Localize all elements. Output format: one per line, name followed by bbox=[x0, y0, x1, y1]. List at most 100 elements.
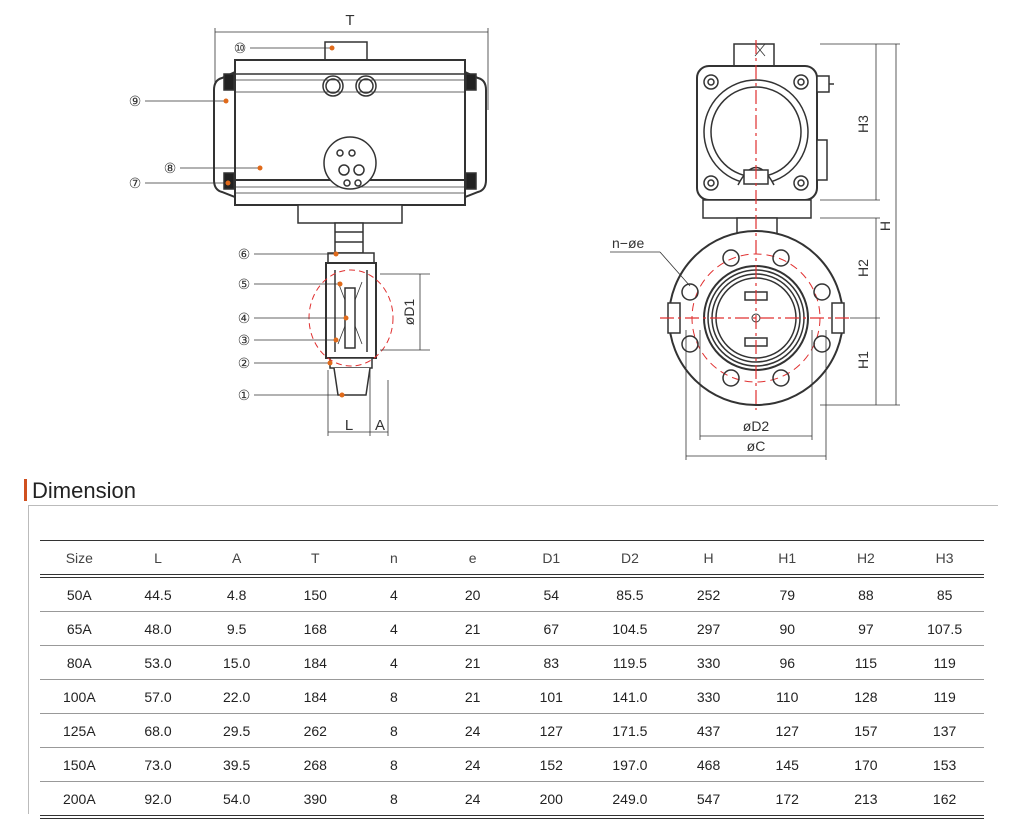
table-cell: 249.0 bbox=[590, 781, 670, 819]
table-cell: 110 bbox=[747, 679, 827, 714]
table-cell: 119 bbox=[905, 645, 984, 680]
table-cell: 390 bbox=[275, 781, 355, 819]
table-cell: 101 bbox=[511, 679, 591, 714]
callout-7: ⑦ bbox=[129, 175, 142, 191]
dim-label-h1: H1 bbox=[855, 351, 871, 369]
table-cell: 90 bbox=[747, 611, 827, 646]
table-cell: 127 bbox=[747, 713, 827, 748]
table-cell: 92.0 bbox=[118, 781, 198, 819]
dim-label-d2: øD2 bbox=[743, 418, 770, 434]
table-cell: 200 bbox=[511, 781, 591, 819]
column-header: n bbox=[354, 540, 434, 578]
table-cell: 4.8 bbox=[197, 576, 276, 612]
table-cell: 24 bbox=[433, 781, 512, 819]
column-header: e bbox=[433, 540, 512, 578]
table-cell: 168 bbox=[275, 611, 355, 646]
callout-1: ① bbox=[238, 387, 251, 403]
table-cell: 8 bbox=[354, 781, 434, 819]
table-cell: 184 bbox=[275, 679, 355, 714]
table-cell: 437 bbox=[669, 713, 748, 748]
column-header: L bbox=[118, 540, 198, 578]
table-cell: 197.0 bbox=[590, 747, 670, 782]
callout-dots bbox=[223, 45, 349, 398]
table-cell: 67 bbox=[511, 611, 591, 646]
table-cell: 73.0 bbox=[118, 747, 198, 782]
section-left-rule bbox=[28, 505, 29, 814]
callout-5: ⑤ bbox=[238, 276, 251, 292]
table-cell: 57.0 bbox=[118, 679, 198, 714]
callout-10: ⑩ bbox=[234, 40, 247, 56]
table-cell: 172 bbox=[747, 781, 827, 819]
table-cell: 137 bbox=[905, 713, 984, 748]
table-cell: 8 bbox=[354, 713, 434, 748]
table-cell: 200A bbox=[40, 781, 119, 819]
table-cell: 128 bbox=[826, 679, 906, 714]
callout-2: ② bbox=[238, 355, 251, 371]
callout-4: ④ bbox=[238, 310, 251, 326]
table-cell: 141.0 bbox=[590, 679, 670, 714]
table-cell: 268 bbox=[275, 747, 355, 782]
table-cell: 171.5 bbox=[590, 713, 670, 748]
table-cell: 39.5 bbox=[197, 747, 276, 782]
column-header: A bbox=[197, 540, 276, 578]
table-cell: 107.5 bbox=[905, 611, 984, 646]
table-cell: 20 bbox=[433, 576, 512, 612]
table-cell: 115 bbox=[826, 645, 906, 680]
table-cell: 150A bbox=[40, 747, 119, 782]
column-header: H3 bbox=[905, 540, 984, 578]
table-cell: 127 bbox=[511, 713, 591, 748]
table-cell: 54.0 bbox=[197, 781, 276, 819]
table-cell: 213 bbox=[826, 781, 906, 819]
section-accent-bar bbox=[24, 479, 27, 501]
table-cell: 145 bbox=[747, 747, 827, 782]
table-cell: 21 bbox=[433, 611, 512, 646]
table-cell: 96 bbox=[747, 645, 827, 680]
column-header: H bbox=[669, 540, 748, 578]
section-divider bbox=[28, 505, 998, 506]
table-cell: 83 bbox=[511, 645, 591, 680]
table-cell: 53.0 bbox=[118, 645, 198, 680]
table-cell: 4 bbox=[354, 645, 434, 680]
table-cell: 150 bbox=[275, 576, 355, 612]
table-cell: 85.5 bbox=[590, 576, 670, 612]
table-cell: 547 bbox=[669, 781, 748, 819]
table-cell: 21 bbox=[433, 645, 512, 680]
table-cell: 153 bbox=[905, 747, 984, 782]
table-cell: 68.0 bbox=[118, 713, 198, 748]
table-cell: 9.5 bbox=[197, 611, 276, 646]
side-view bbox=[145, 28, 489, 436]
table-cell: 85 bbox=[905, 576, 984, 612]
column-header: Size bbox=[40, 540, 119, 578]
table-cell: 15.0 bbox=[197, 645, 276, 680]
table-cell: 162 bbox=[905, 781, 984, 819]
table-cell: 29.5 bbox=[197, 713, 276, 748]
column-header: H2 bbox=[826, 540, 906, 578]
front-view bbox=[610, 43, 900, 460]
column-header: D1 bbox=[511, 540, 591, 578]
table-cell: 104.5 bbox=[590, 611, 670, 646]
table-cell: 97 bbox=[826, 611, 906, 646]
table-cell: 50A bbox=[40, 576, 119, 612]
table-cell: 65A bbox=[40, 611, 119, 646]
dim-label-a: A bbox=[375, 417, 385, 434]
table-cell: 8 bbox=[354, 747, 434, 782]
table-cell: 152 bbox=[511, 747, 591, 782]
dim-label-d1: øD1 bbox=[401, 299, 417, 326]
column-header: T bbox=[275, 540, 355, 578]
table-cell: 4 bbox=[354, 576, 434, 612]
table-cell: 330 bbox=[669, 679, 748, 714]
dim-label-h3: H3 bbox=[855, 115, 871, 133]
table-cell: 119.5 bbox=[590, 645, 670, 680]
table-cell: 119 bbox=[905, 679, 984, 714]
table-cell: 54 bbox=[511, 576, 591, 612]
table-cell: 100A bbox=[40, 679, 119, 714]
table-cell: 48.0 bbox=[118, 611, 198, 646]
table-cell: 88 bbox=[826, 576, 906, 612]
table-cell: 262 bbox=[275, 713, 355, 748]
table-cell: 330 bbox=[669, 645, 748, 680]
